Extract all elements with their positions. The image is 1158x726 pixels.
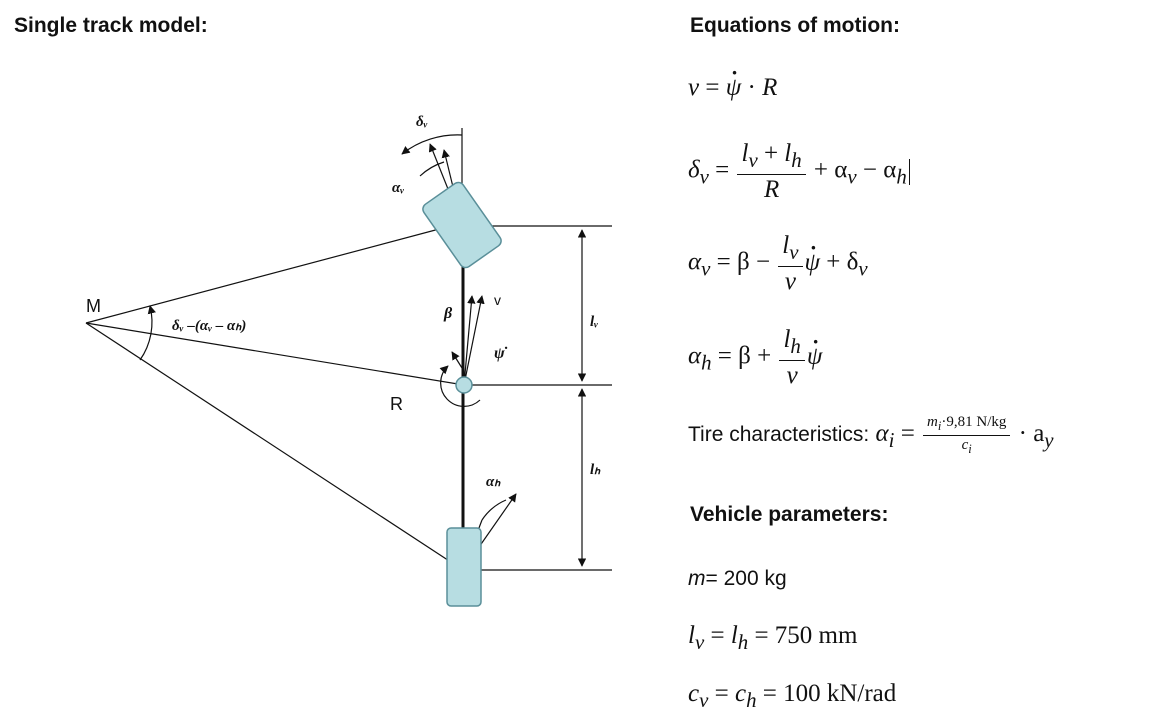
center-of-gravity <box>455 376 473 394</box>
construction-lines <box>85 128 612 571</box>
label-R: R <box>390 394 403 414</box>
m-angle-arc <box>139 305 156 361</box>
label-l-h: lₕ <box>590 462 601 478</box>
label-v: v <box>494 292 501 308</box>
param-lengths: lv = lh = 750 mm <box>688 622 858 654</box>
delta-v-arc <box>401 134 463 155</box>
label-alpha-h: αₕ <box>486 474 501 490</box>
front-wheel <box>422 181 502 269</box>
equation-delta-v: δv = lv + lh R + αv − αh <box>688 140 911 204</box>
equation-tire: Tire characteristics: αi = mi·9,81 N/kg … <box>688 414 1054 456</box>
label-beta: β <box>443 305 453 322</box>
line-m-front <box>85 223 459 324</box>
equation-alpha-h: αh = β + lh v ψ <box>688 326 822 390</box>
rear-wheel <box>446 527 482 607</box>
alpha-v-arc <box>419 161 445 177</box>
left-heading: Single track model: <box>14 14 208 37</box>
cg-up-arrow <box>463 295 476 386</box>
right-heading: Equations of motion: <box>690 14 900 37</box>
psidot-arc <box>439 365 481 407</box>
line-m-center <box>85 322 465 386</box>
label-angle-M: δᵥ –(αᵥ – αₕ) <box>172 318 246 334</box>
alpha-h-arc <box>481 499 507 521</box>
single-track-diagram: M R v β ψ̇ δᵥ αᵥ αₕ lᵥ lₕ δᵥ –(αᵥ – αₕ) <box>85 114 612 607</box>
cg-velocity-arrow <box>463 295 485 386</box>
label-l-v: lᵥ <box>590 314 598 330</box>
label-psidot: ψ̇ <box>494 345 508 362</box>
equation-velocity: v = ψ · R <box>688 74 777 102</box>
label-delta-v: δᵥ <box>416 114 428 130</box>
param-cornering-stiffness: cv = ch = 100 kN/rad <box>688 680 897 712</box>
vehicle-parameters-heading: Vehicle parameters: <box>690 503 889 526</box>
psidot-arrow <box>451 351 463 369</box>
equation-alpha-v: αv = β − lv v ψ + δv <box>688 232 868 296</box>
label-M: M <box>86 296 101 316</box>
param-mass: m= 200 kg <box>688 567 787 590</box>
label-alpha-v: αᵥ <box>392 180 404 196</box>
line-m-rear <box>85 322 464 571</box>
